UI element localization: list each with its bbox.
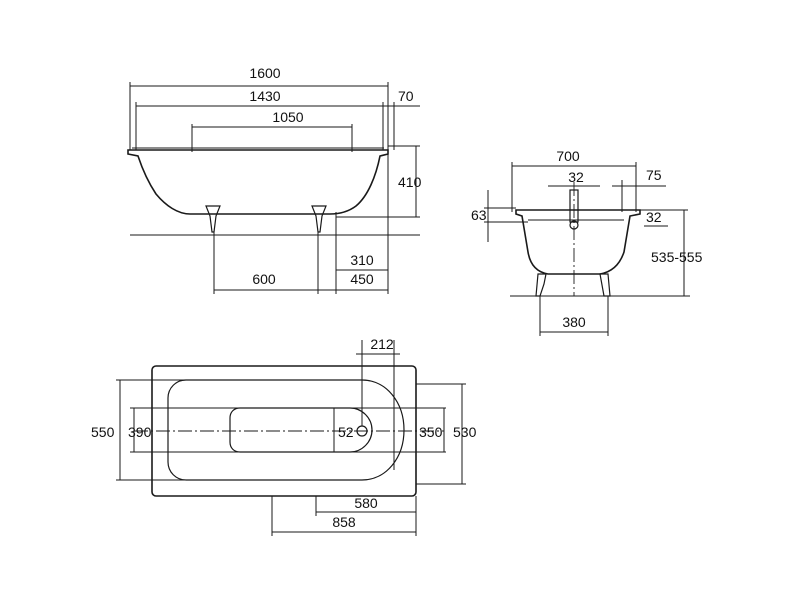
dim-rim-width: 530 [453, 424, 477, 440]
dim-foot-width: 380 [562, 314, 586, 330]
end-view: 700 32 75 63 32 535-555 380 [471, 148, 703, 336]
dim-bottom-length: 1050 [272, 109, 303, 125]
end-right-foot [599, 273, 611, 297]
dim-drain-to-end-plan: 580 [354, 495, 378, 511]
tub-basin-outline [167, 379, 405, 481]
dim-foot-to-end: 310 [350, 252, 374, 268]
dim-drain-offset: 212 [370, 336, 394, 352]
dim-drain-diameter: 52 [338, 424, 354, 440]
right-foot [311, 205, 327, 233]
dim-rim-depth: 63 [471, 207, 487, 223]
end-left-foot [535, 273, 547, 297]
dim-drain-to-end: 450 [350, 271, 374, 287]
dim-rim-thickness: 32 [646, 209, 662, 225]
dim-basin-length: 858 [332, 514, 356, 530]
dim-height: 410 [398, 174, 422, 190]
dim-inner-width: 390 [128, 424, 152, 440]
dim-rim-step: 75 [646, 167, 662, 183]
side-view: 1600 1430 70 1050 410 310 600 450 [127, 65, 422, 294]
tub-bottom-outline [229, 407, 373, 453]
dim-rim-overhang: 70 [398, 88, 414, 104]
dim-inner-length: 1430 [249, 88, 280, 104]
plan-view: 212 550 390 52 350 530 580 858 [91, 336, 477, 536]
dim-end-width: 700 [556, 148, 580, 164]
dim-overflow-width: 32 [568, 169, 584, 185]
dim-total-height: 535-555 [651, 249, 703, 265]
dim-basin-width: 350 [419, 424, 443, 440]
dim-foot-spacing: 600 [252, 271, 276, 287]
dim-outer-width: 550 [91, 424, 115, 440]
tub-side-profile [127, 149, 389, 215]
dim-overall-length: 1600 [249, 65, 280, 81]
